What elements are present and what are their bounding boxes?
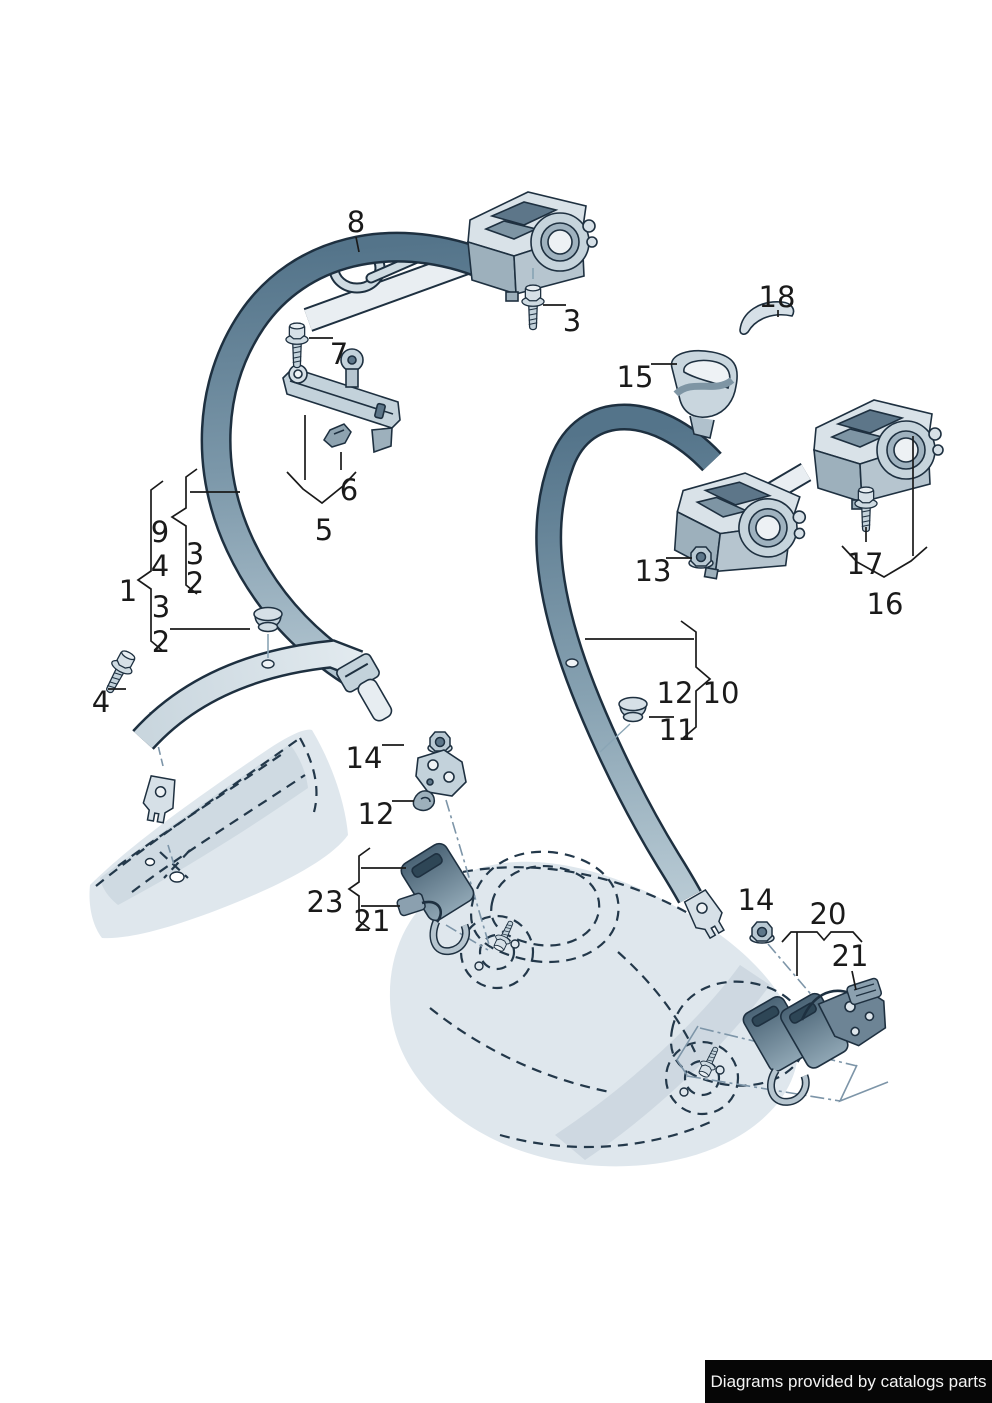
- callout-4-group: 4: [151, 549, 169, 583]
- callout-8: 8: [347, 205, 365, 239]
- callout-18: 18: [759, 280, 796, 314]
- callout-10: 10: [703, 676, 740, 710]
- callout-14-left: 14: [346, 741, 383, 775]
- callout-15: 15: [617, 360, 654, 394]
- retractor-right: [813, 399, 944, 510]
- callout-17: 17: [847, 547, 884, 581]
- trim-cover-18: [739, 301, 795, 335]
- callout-12-left: 12: [358, 797, 395, 831]
- callout-labels: 8 3 7 6 5 9 4 1 3 2 3 2 4 18 15 13 17 16…: [92, 205, 904, 973]
- callout-3-outer: 3: [152, 590, 170, 624]
- seat-panel-left: [89, 729, 348, 939]
- callout-2-outer: 2: [152, 625, 170, 659]
- grommet-11: [618, 696, 648, 723]
- adjuster-bolt-7: [285, 322, 309, 369]
- lap-belt-left: [132, 639, 364, 750]
- shoulder-belt-right: [535, 403, 722, 904]
- callout-5: 5: [315, 513, 333, 547]
- top-webbing-strap: [303, 250, 473, 332]
- callout-4-bolt: 4: [92, 685, 110, 719]
- callout-14-right: 14: [738, 883, 775, 917]
- callout-2-inner: 2: [186, 566, 204, 600]
- wire-connector-21-left: [396, 892, 442, 923]
- callout-1: 1: [119, 574, 137, 608]
- nut-14-right: [749, 921, 775, 944]
- callout-23: 23: [307, 885, 344, 919]
- anchor-stud-left: [474, 917, 520, 971]
- seat-pan-center: [389, 850, 808, 1167]
- construction-lines: [149, 531, 889, 1103]
- belt-hole-right: [565, 658, 579, 668]
- height-adjuster-rail: [282, 348, 401, 454]
- callout-21-left: 21: [354, 904, 391, 938]
- callout-21-right: 21: [832, 939, 869, 973]
- bolt-3: [521, 284, 545, 331]
- callout-9: 9: [151, 515, 169, 549]
- callout-7: 7: [330, 337, 348, 371]
- callout-13: 13: [635, 554, 672, 588]
- clip-6: [323, 423, 352, 448]
- anchor-plate-center: [415, 749, 467, 797]
- watermark-text: Diagrams provided by catalogs parts: [710, 1371, 987, 1391]
- callout-20: 20: [810, 897, 847, 931]
- latch-plate-left: [336, 653, 393, 722]
- belt-guide-15: [670, 350, 738, 439]
- callout-11: 11: [659, 713, 696, 747]
- clip-12-left: [412, 790, 436, 812]
- anchor-stud-right: [679, 1043, 725, 1097]
- watermark-bar: Diagrams provided by catalogs parts: [705, 1360, 992, 1403]
- nut-14-left: [427, 731, 453, 754]
- callout-16: 16: [867, 587, 904, 621]
- callout-6: 6: [340, 473, 358, 507]
- nut-13: [688, 546, 714, 569]
- grommet-2: [253, 606, 283, 633]
- callout-3-inner: 3: [186, 537, 204, 571]
- belt-hole-left: [261, 659, 275, 669]
- callout-12-right: 12: [657, 676, 694, 710]
- buckle-20: [742, 985, 887, 1106]
- grommet-11-pin: [599, 723, 631, 753]
- leader-lines: [108, 236, 928, 991]
- callout-3-top: 3: [563, 304, 581, 338]
